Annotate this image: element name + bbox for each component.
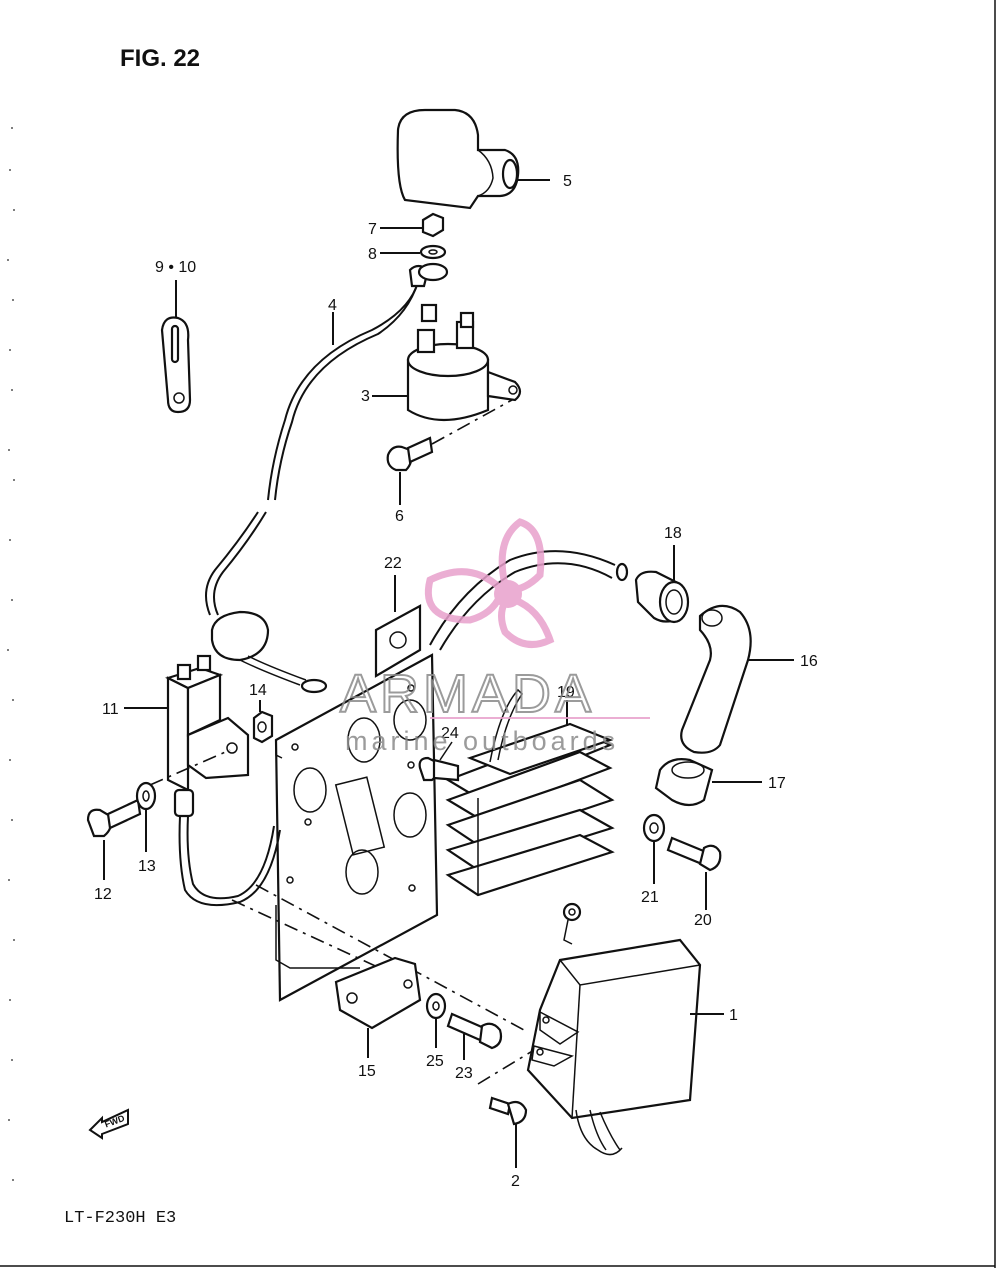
hose-grommet [634, 545, 690, 624]
cdi-unit [526, 938, 724, 1156]
callout-9-10: 9 • 10 [155, 259, 196, 276]
callout-3: 3 [361, 388, 370, 405]
callout-25: 25 [426, 1053, 444, 1070]
cdi-screw [488, 1096, 528, 1168]
lead-wire [267, 281, 419, 501]
callout-4: 4 [328, 297, 337, 314]
figure-title: FIG. 22 [120, 45, 200, 72]
callout-17: 17 [768, 775, 786, 792]
callout-22: 22 [384, 555, 402, 572]
callout-14: 14 [249, 682, 267, 699]
scan-specks [7, 127, 15, 1181]
washer-14 [252, 700, 274, 744]
mounting-plate [274, 653, 439, 1002]
callout-15: 15 [358, 1063, 376, 1080]
callout-8: 8 [368, 246, 377, 263]
ground-lug [562, 902, 582, 945]
callout-19: 19 [557, 684, 575, 701]
starter-relay [372, 303, 522, 422]
callout-20: 20 [694, 912, 712, 929]
callout-labels: 1 2 3 4 5 6 7 8 9 • 10 11 12 13 14 15 16… [94, 173, 818, 1190]
regulator-rectifier [445, 688, 615, 897]
vent-hose [429, 550, 616, 646]
bolt-23 [446, 1012, 503, 1060]
bolt-20 [666, 836, 722, 910]
callout-6: 6 [395, 508, 404, 525]
ignition-coil [124, 654, 250, 818]
callout-1: 1 [729, 1007, 738, 1024]
wire-boot [210, 610, 328, 694]
callout-16: 16 [800, 653, 818, 670]
watermark-tagline: marine outboards [345, 726, 619, 756]
washer-13 [135, 781, 157, 852]
callout-23: 23 [455, 1065, 473, 1082]
callout-12: 12 [94, 886, 112, 903]
callout-13: 13 [138, 858, 156, 875]
holder [334, 956, 422, 1058]
callout-21: 21 [641, 889, 659, 906]
watermark-brand: ARMADA [340, 664, 595, 724]
coil-bolt [86, 798, 142, 880]
cap [654, 758, 762, 807]
wire-clamp [160, 280, 192, 414]
washer-21 [642, 813, 666, 884]
callout-2: 2 [511, 1173, 520, 1190]
nut [380, 212, 445, 238]
callout-24: 24 [441, 725, 459, 742]
elbow-boot [680, 604, 794, 754]
regulator-screw [418, 741, 460, 782]
lock-washer [380, 244, 447, 260]
terminal-cover [396, 108, 550, 210]
callout-11: 11 [102, 701, 119, 718]
watermark: ARMADA marine outboards [339, 518, 650, 756]
callout-5: 5 [563, 173, 572, 190]
callout-7: 7 [368, 221, 377, 238]
model-code: LT-F230H E3 [64, 1209, 176, 1228]
propeller-logo-icon [425, 518, 555, 648]
relay-bolt [386, 399, 513, 505]
small-bracket [374, 575, 422, 678]
washer-25 [425, 992, 447, 1048]
coil-lead [178, 815, 281, 907]
callout-18: 18 [664, 525, 682, 542]
fwd-arrow-icon: FWD [88, 1108, 129, 1140]
